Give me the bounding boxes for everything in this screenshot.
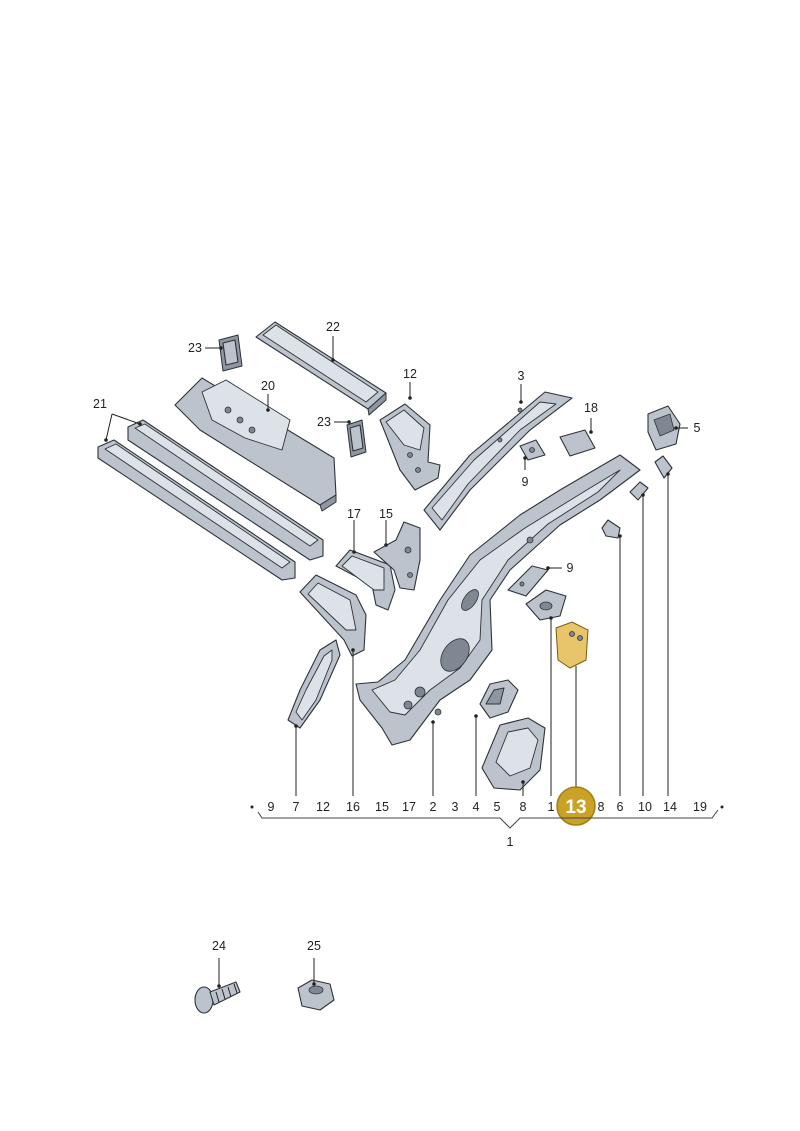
part-7-panel — [287, 639, 341, 729]
callout-9b: 9 — [567, 561, 574, 575]
part-13-highlighted — [555, 621, 589, 669]
ref-3: 3 — [452, 800, 459, 814]
callout-24: 24 — [212, 939, 226, 953]
callout-12: 12 — [403, 367, 417, 381]
callout-1-group: 1 — [507, 835, 514, 849]
callout-17: 17 — [347, 507, 361, 521]
part-4-bracket — [479, 679, 519, 719]
callout-23b: 23 — [317, 415, 331, 429]
callout-3: 3 — [518, 369, 525, 383]
part-18-plate — [559, 429, 596, 457]
ref-6: 6 — [617, 800, 624, 814]
callout-20: 20 — [261, 379, 275, 393]
part-5-bracket — [647, 405, 681, 451]
ref-8b: 8 — [598, 800, 605, 814]
part-23-bracket-b — [346, 419, 367, 458]
part-12-bracket — [379, 403, 441, 491]
ref-10: 10 — [638, 800, 652, 814]
ref-1: 1 — [548, 800, 555, 814]
callout-5: 5 — [694, 421, 701, 435]
part-15-bracket — [373, 521, 421, 591]
ref-17: 17 — [402, 800, 416, 814]
part-9-plate-a — [519, 439, 546, 461]
callout-9a: 9 — [522, 475, 529, 489]
leader-21a — [111, 413, 141, 425]
ref-19: 19 — [693, 800, 707, 814]
part-21-sill-upper — [127, 419, 324, 561]
callout-18: 18 — [584, 401, 598, 415]
callout-22: 22 — [326, 320, 340, 334]
ref-5: 5 — [494, 800, 501, 814]
part-20-tunnel — [174, 377, 337, 512]
ref-7: 7 — [293, 800, 300, 814]
ref-9: 9 — [268, 800, 275, 814]
part-25-nut — [297, 979, 335, 1011]
highlight-label: 13 — [565, 797, 586, 818]
ref-8: 8 — [520, 800, 527, 814]
reference-row: 9 7 12 16 15 17 2 3 4 5 8 1 8 6 10 14 19 — [250, 800, 724, 814]
part-22-channel — [255, 321, 387, 416]
part-10-clip — [629, 481, 649, 501]
callout-15: 15 — [379, 507, 393, 521]
highlight-badge-13[interactable]: 13 — [556, 786, 596, 826]
part-3-upper-rail — [423, 391, 573, 531]
ref-14: 14 — [663, 800, 677, 814]
callout-23a: 23 — [188, 341, 202, 355]
part-2-main-longitudinal — [355, 454, 641, 746]
part-24-screw — [194, 981, 241, 1014]
part-16-bracket — [299, 574, 367, 657]
part-6-clip — [601, 519, 621, 539]
part-23-bracket-a — [218, 334, 243, 372]
part-9-plate-b — [507, 565, 549, 597]
callout-21: 21 — [93, 397, 107, 411]
part-21-sill-lower — [97, 439, 296, 581]
part-8-cup — [481, 717, 546, 791]
ref-15: 15 — [375, 800, 389, 814]
part-1-bracket — [525, 589, 567, 621]
ref-16: 16 — [346, 800, 360, 814]
leader-21b — [105, 413, 113, 441]
callout-25: 25 — [307, 939, 321, 953]
group-brace — [257, 809, 719, 829]
ref-4: 4 — [473, 800, 480, 814]
part-17-bracket — [335, 549, 396, 611]
ref-2: 2 — [430, 800, 437, 814]
ref-12: 12 — [316, 800, 330, 814]
